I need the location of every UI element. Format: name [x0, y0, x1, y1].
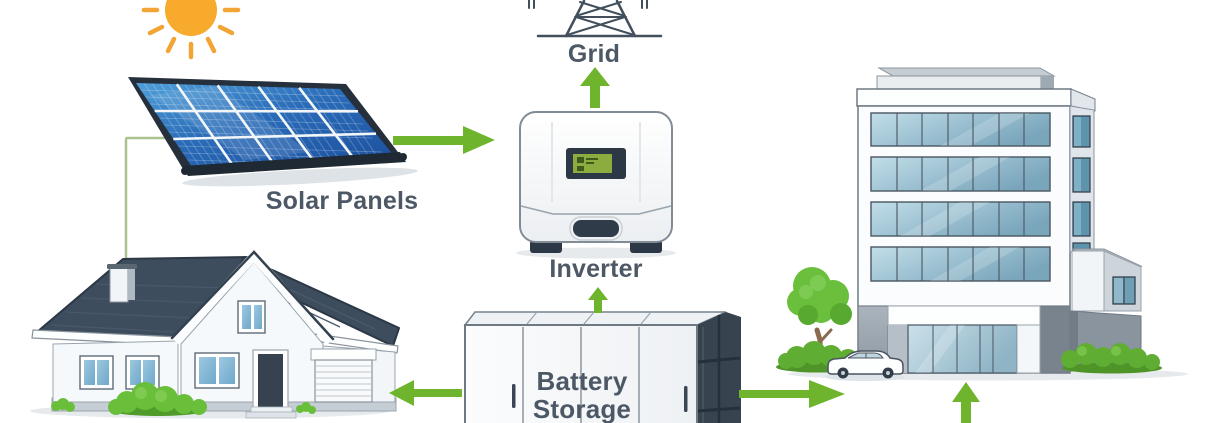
arrow-battery-to-building	[739, 380, 845, 408]
office-building-illustration	[776, 67, 1188, 381]
arrow-up-to-building	[952, 382, 980, 423]
house-roof	[31, 256, 250, 346]
inverter-illustration	[516, 111, 676, 259]
building-bushes	[1061, 343, 1162, 374]
house-garage	[310, 348, 377, 403]
inverter-label: Inverter	[549, 255, 642, 283]
grid-tower-icon	[528, 0, 663, 38]
solar-panels-label: Solar Panels	[266, 187, 418, 215]
inverter-display	[566, 148, 626, 179]
arrow-battery-to-house	[389, 380, 462, 406]
house-bushes	[51, 382, 316, 416]
sun-icon	[141, 0, 241, 60]
battery-door-handle	[684, 386, 688, 412]
battery-storage-illustration: Battery Storage	[463, 311, 741, 423]
house-windows	[79, 300, 266, 390]
house-chimney	[107, 264, 137, 303]
house-illustration	[30, 249, 400, 419]
battery-door-handle	[512, 384, 516, 408]
house-door	[245, 349, 297, 419]
rooftop-unit	[876, 67, 1056, 90]
building-side-windows	[1072, 115, 1091, 253]
building-window-rows	[870, 112, 1051, 282]
arrow-battery-to-inverter	[588, 287, 608, 313]
grid-label: Grid	[568, 40, 620, 68]
arrow-inverter-to-grid	[580, 67, 610, 108]
connector-panel-to-house	[124, 136, 166, 262]
solar-panel-illustration	[128, 77, 418, 187]
battery-label-line2: Storage	[533, 394, 631, 423]
car	[825, 350, 905, 381]
battery-label-line1: Battery	[537, 366, 628, 396]
arrow-solar-to-inverter	[393, 126, 495, 154]
flow-arrows	[389, 67, 980, 423]
